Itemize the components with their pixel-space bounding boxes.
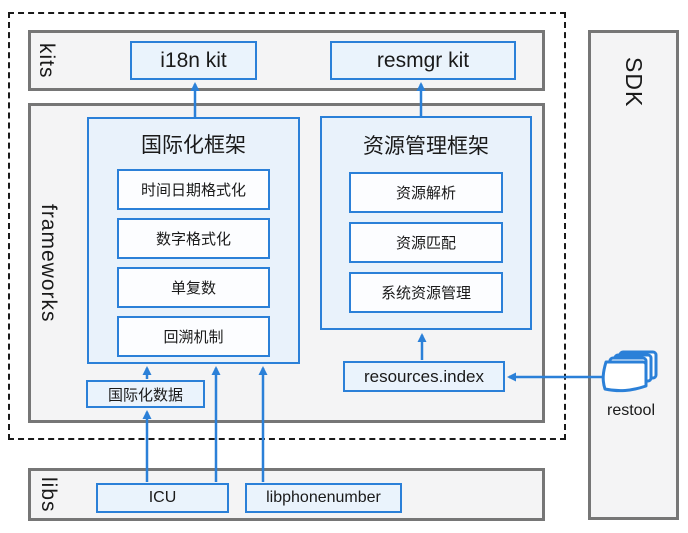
sdk-boundary-dashed-box: [8, 12, 566, 440]
kits-layer-label: kits: [35, 42, 58, 79]
i18n-data-label: 国际化数据: [107, 386, 183, 404]
module-plural: 单复数: [117, 267, 270, 308]
module-resource-parsing: 资源解析: [349, 172, 503, 213]
resmgr-framework-box: 资源管理框架 资源解析 资源匹配 系统资源管理: [320, 116, 532, 330]
resmgr-kit-label: resmgr kit: [376, 48, 470, 72]
resources-index-box: resources.index: [343, 361, 505, 392]
libphonenumber-lib-box: libphonenumber: [245, 483, 402, 513]
frameworks-layer-label: frameworks: [37, 203, 60, 323]
module-resource-matching: 资源匹配: [349, 222, 503, 263]
module-fallback-mechanism: 回溯机制: [117, 316, 270, 357]
sdk-column-label: SDK: [621, 56, 647, 108]
i18n-kit-label: i18n kit: [160, 48, 227, 72]
libs-layer-label: libs: [37, 476, 60, 513]
i18n-framework-title: 国际化框架: [141, 134, 246, 157]
module-system-resource-management: 系统资源管理: [349, 272, 503, 313]
i18n-data-box: 国际化数据: [86, 380, 205, 408]
module-number-formatting: 数字格式化: [117, 218, 270, 259]
resmgr-framework-title: 资源管理框架: [363, 135, 489, 158]
resources-index-label: resources.index: [363, 366, 484, 386]
icu-lib-label: ICU: [148, 489, 177, 506]
i18n-framework-box: 国际化框架 时间日期格式化 数字格式化 单复数 回溯机制: [87, 117, 300, 364]
icu-lib-box: ICU: [96, 483, 229, 513]
resmgr-kit-box: resmgr kit: [330, 41, 516, 80]
restool-label: restool: [606, 402, 656, 419]
sdk-column: [588, 30, 679, 520]
module-datetime-formatting: 时间日期格式化: [117, 169, 270, 210]
i18n-kit-box: i18n kit: [130, 41, 257, 80]
libphonenumber-lib-label: libphonenumber: [266, 489, 381, 506]
stacked-files-icon: [600, 350, 662, 398]
